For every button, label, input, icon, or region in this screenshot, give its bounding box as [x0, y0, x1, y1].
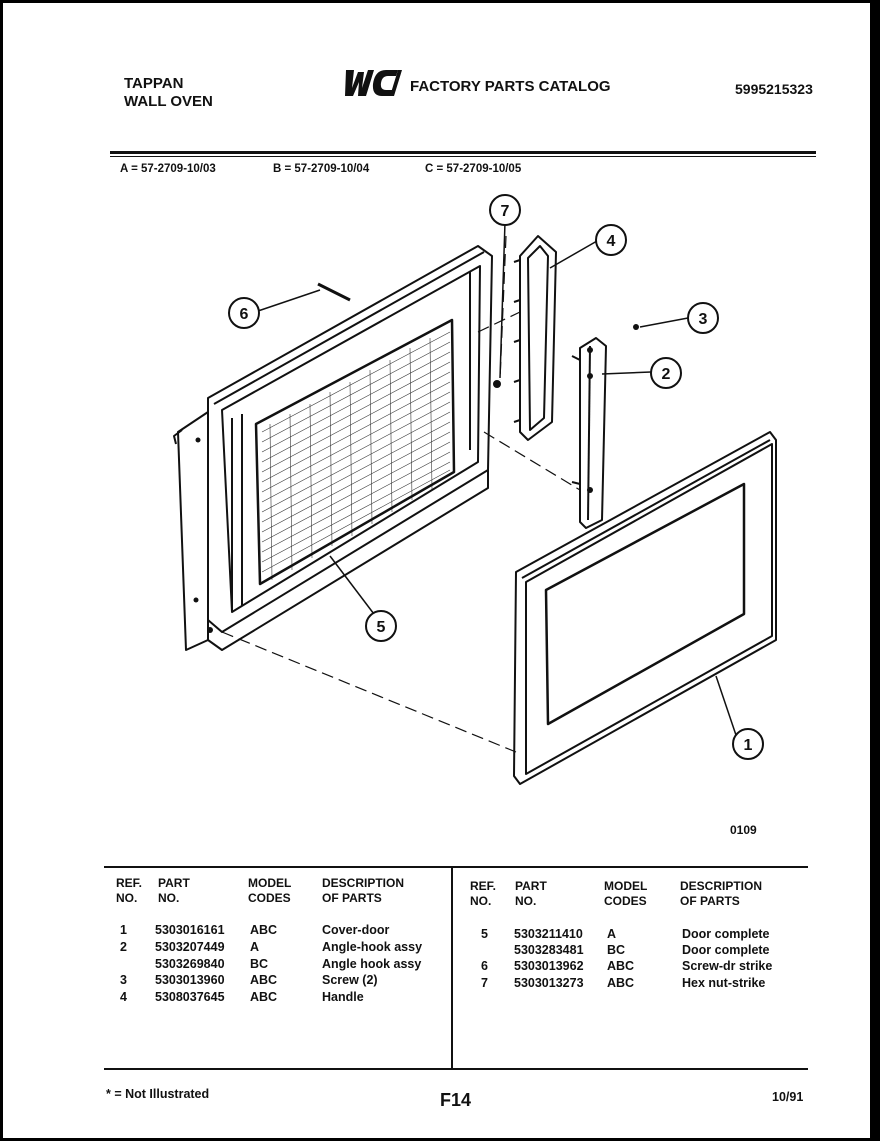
row-desc: Angle hook assy — [322, 957, 422, 971]
row-ref: 7 — [481, 976, 488, 990]
catalog-title: FACTORY PARTS CATALOG — [410, 78, 611, 95]
callout-4 — [595, 224, 627, 256]
callout-2 — [650, 357, 682, 389]
header-ref-right-2: NO. — [470, 894, 492, 908]
page-number: F14 — [440, 1090, 472, 1110]
row-desc: Cover-door — [322, 923, 390, 937]
table-top-rule — [104, 866, 808, 868]
row-codes: ABC — [250, 973, 278, 987]
wci-logo-icon — [345, 70, 402, 96]
table-divider — [451, 868, 453, 1068]
table-bottom-rule — [104, 1068, 808, 1070]
callout-2-label: 2 — [662, 366, 671, 383]
hex-nut-marker — [493, 380, 501, 388]
header-ref-right: REF. — [470, 879, 497, 893]
row-ref: 2 — [120, 940, 127, 954]
header-desc-right-2: OF PARTS — [680, 894, 740, 908]
header-desc-left: DESCRIPTION — [322, 876, 405, 890]
callout-3-label: 3 — [699, 311, 708, 328]
callout-4-label: 4 — [607, 233, 616, 250]
header-ref-left-2: NO. — [116, 891, 138, 905]
row-part: 5303283481 — [514, 943, 584, 957]
catalog-sheet — [3, 3, 870, 1138]
row-codes: BC — [607, 943, 626, 957]
brand-name: TAPPAN — [124, 75, 184, 92]
catalog-number: 5995215323 — [735, 81, 813, 97]
row-desc: Screw (2) — [322, 973, 378, 987]
angle-hook-bracket — [571, 337, 607, 529]
header-rule — [110, 151, 816, 154]
exploded-parts-diagram: 1 2 3 4 5 6 7 — [173, 194, 777, 785]
callout-7-label: 7 — [501, 203, 510, 220]
header-model-left: MODEL — [248, 876, 292, 890]
header-part-right: PART — [515, 879, 547, 893]
row-desc: Screw-dr strike — [682, 959, 773, 973]
row-codes: A — [250, 940, 260, 954]
door-handle — [513, 235, 557, 441]
callout-6-label: 6 — [240, 306, 249, 323]
model-code-a: A = 57-2709-10/03 — [120, 163, 216, 175]
drawing-number: 0109 — [730, 823, 757, 837]
callout-leaders — [257, 221, 740, 745]
row-part: 5303013273 — [514, 976, 584, 990]
header-model-right-2: CODES — [604, 894, 647, 908]
product-name: WALL OVEN — [124, 93, 213, 110]
row-codes: A — [607, 927, 617, 941]
row-part: 5303211410 — [514, 927, 583, 941]
screw-strike-part — [317, 282, 351, 302]
header-desc-right: DESCRIPTION — [680, 879, 763, 893]
header-part-left: PART — [158, 876, 190, 890]
row-desc: Door complete — [682, 927, 770, 941]
callout-6 — [228, 297, 260, 329]
row-desc: Door complete — [682, 943, 770, 957]
row-desc: Handle — [322, 990, 364, 1004]
callout-3 — [687, 302, 719, 334]
window-screen-texture — [261, 331, 451, 581]
row-part: 5303013960 — [155, 973, 225, 987]
row-codes: ABC — [250, 990, 278, 1004]
row-desc: Angle-hook assy — [322, 940, 423, 954]
callout-circles — [228, 194, 764, 760]
not-illustrated-note: * = Not Illustrated — [106, 1087, 210, 1101]
model-code-c: C = 57-2709-10/05 — [425, 163, 522, 175]
header-ref-left: REF. — [116, 876, 143, 890]
header-desc-left-2: OF PARTS — [322, 891, 382, 905]
model-code-b: B = 57-2709-10/04 — [273, 163, 370, 175]
header-part-right-2: NO. — [515, 894, 537, 908]
header-model-right: MODEL — [604, 879, 648, 893]
row-part: 5303207449 — [155, 940, 225, 954]
row-part: 5308037645 — [155, 990, 225, 1004]
assembly-lines — [221, 235, 581, 753]
callout-7 — [489, 194, 521, 226]
row-ref: 4 — [120, 990, 127, 1004]
header-rule-thin — [110, 156, 816, 157]
row-ref: 6 — [481, 959, 488, 973]
callout-5 — [365, 610, 397, 642]
screw-marker — [633, 324, 639, 330]
callout-1-label: 1 — [744, 737, 753, 754]
row-desc: Hex nut-strike — [682, 976, 766, 990]
row-part: 5303016161 — [155, 923, 225, 937]
row-ref: 1 — [120, 923, 127, 937]
row-part: 5303269840 — [155, 957, 225, 971]
issue-date: 10/91 — [772, 1090, 804, 1104]
callout-1 — [732, 728, 764, 760]
row-ref: 5 — [481, 927, 488, 941]
row-codes: ABC — [607, 976, 635, 990]
header-part-left-2: NO. — [158, 891, 180, 905]
row-codes: BC — [250, 957, 269, 971]
row-part: 5303013962 — [514, 959, 584, 973]
row-ref: 3 — [120, 973, 127, 987]
callout-5-label: 5 — [377, 619, 386, 636]
inner-door-frame — [173, 245, 493, 651]
header-model-left-2: CODES — [248, 891, 291, 905]
hardware-dots — [193, 324, 639, 633]
row-codes: ABC — [607, 959, 635, 973]
row-codes: ABC — [250, 923, 278, 937]
outer-door-cover — [513, 431, 777, 785]
